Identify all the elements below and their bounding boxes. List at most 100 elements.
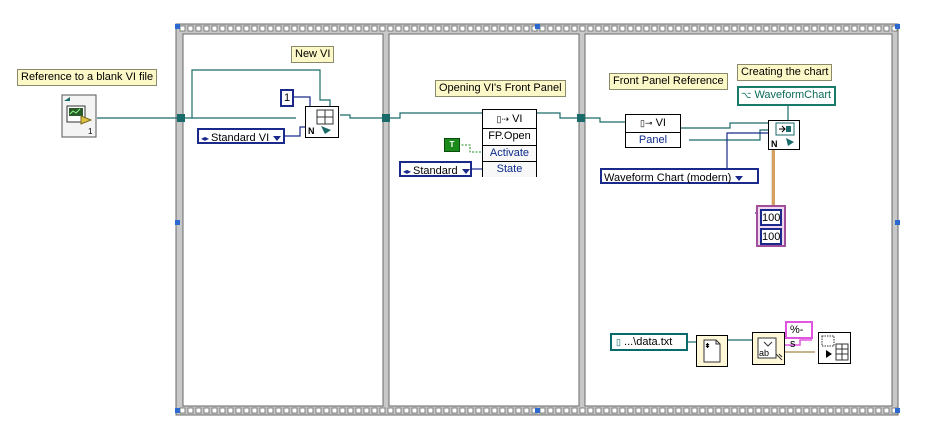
sprocket-hole <box>419 25 426 32</box>
sprocket-hole <box>595 407 602 414</box>
bool-true-constant[interactable]: T <box>444 138 460 152</box>
sprocket-hole <box>211 407 218 414</box>
enum-arrows-icon: ◂▸ <box>403 167 412 176</box>
sprocket-hole <box>539 407 546 414</box>
fp-state-text: Standard <box>413 165 458 177</box>
sprocket-hole <box>835 25 842 32</box>
sprocket-hole <box>507 407 514 414</box>
enum-arrows-icon: ◂▸ <box>201 134 210 143</box>
property-panel: Panel <box>626 132 680 148</box>
format-string-constant[interactable]: %-s <box>785 321 813 350</box>
sprocket-hole <box>851 25 858 32</box>
sprocket-hole <box>651 25 658 32</box>
sprocket-hole <box>203 25 210 32</box>
sprocket-hole <box>835 407 842 414</box>
sprocket-hole <box>523 407 530 414</box>
waveform-chart-class-ref[interactable]: ⌥ WaveformChart <box>737 86 837 106</box>
sprocket-hole <box>667 407 674 414</box>
sprocket-hole <box>235 407 242 414</box>
sprocket-hole <box>395 25 402 32</box>
sprocket-hole <box>691 25 698 32</box>
file-path-constant[interactable]: ▯ ...\data.txt <box>610 333 688 351</box>
sprocket-hole <box>723 25 730 32</box>
sprocket-hole <box>427 407 434 414</box>
add-object-function-icon[interactable]: N <box>768 120 800 150</box>
invoke-node-fp-open[interactable]: ▯⇢ VI FP.Open Activate State <box>482 109 537 177</box>
sprocket-hole <box>547 25 554 32</box>
sprocket-hole <box>315 407 322 414</box>
sprocket-hole <box>387 25 394 32</box>
file-path-text: ...\data.txt <box>624 336 673 348</box>
svg-text:ab: ab <box>759 348 769 358</box>
sprocket-hole <box>755 25 762 32</box>
sprocket-hole <box>811 25 818 32</box>
sprocket-hole <box>747 25 754 32</box>
new-vi-function-icon[interactable]: N <box>305 106 339 138</box>
sprocket-hole <box>659 407 666 414</box>
position-cluster-constant[interactable]: 100 100 <box>756 205 786 247</box>
sprocket-hole <box>379 25 386 32</box>
sprocket-hole <box>787 25 794 32</box>
numeric-constant-one[interactable]: 1 <box>280 89 294 107</box>
close-file-function-icon[interactable] <box>818 332 851 364</box>
sprocket-hole <box>579 25 586 32</box>
sprocket-hole <box>395 407 402 414</box>
sprocket-hole <box>459 25 466 32</box>
sprocket-hole <box>603 407 610 414</box>
sprocket-hole <box>371 407 378 414</box>
sprocket-hole <box>803 25 810 32</box>
property-class-label: VI <box>655 117 666 129</box>
sprocket-hole <box>667 25 674 32</box>
sprocket-hole <box>739 407 746 414</box>
sprocket-hole <box>363 407 370 414</box>
selection-handles[interactable] <box>175 24 900 413</box>
sprocket-hole <box>491 25 498 32</box>
sprocket-hole <box>675 25 682 32</box>
format-into-file-function-icon[interactable]: ab <box>752 332 785 365</box>
sprocket-hole <box>843 25 850 32</box>
sprocket-hole <box>579 407 586 414</box>
sprocket-hole <box>499 407 506 414</box>
sprocket-hole <box>619 25 626 32</box>
static-vi-reference-icon[interactable]: 1 <box>61 94 97 138</box>
sprocket-hole <box>651 407 658 414</box>
chart-ref-text: WaveformChart <box>754 89 832 101</box>
sprocket-hole <box>411 407 418 414</box>
sprocket-hole <box>243 407 250 414</box>
param-activate: Activate <box>483 145 536 161</box>
property-node-panel[interactable]: ▯⊸ VI Panel <box>625 114 681 148</box>
sprocket-hole <box>179 407 186 414</box>
class-hierarchy-icon: ⌥ <box>741 90 752 100</box>
sprocket-hole <box>851 407 858 414</box>
svg-text:N: N <box>308 126 315 136</box>
sprocket-hole <box>643 25 650 32</box>
string-wires <box>785 339 812 346</box>
sprocket-hole <box>435 407 442 414</box>
sprocket-hole <box>291 25 298 32</box>
sprocket-hole <box>627 407 634 414</box>
ref-input-icon: ▯⇢ <box>496 114 510 124</box>
open-file-function-icon[interactable] <box>696 335 728 367</box>
sprocket-hole <box>619 407 626 414</box>
sprocket-hole <box>419 407 426 414</box>
chart-width-constant[interactable]: 100 <box>760 209 782 226</box>
sprocket-hole <box>179 25 186 32</box>
sprocket-hole <box>515 25 522 32</box>
sprocket-hole <box>219 407 226 414</box>
method-name: FP.Open <box>483 128 536 144</box>
sprocket-hole <box>219 25 226 32</box>
chart-height-constant[interactable]: 100 <box>760 228 782 245</box>
sprocket-hole <box>539 25 546 32</box>
fp-state-enum[interactable]: ◂▸Standard <box>399 161 472 177</box>
chart-style-enum[interactable]: Waveform Chart (modern) <box>600 168 759 184</box>
sprocket-hole <box>555 25 562 32</box>
cluster-wire-fill <box>772 150 775 210</box>
path-icon: ▯ <box>616 337 621 347</box>
sprocket-hole <box>723 407 730 414</box>
sprocket-hole <box>403 407 410 414</box>
sprocket-hole <box>827 25 834 32</box>
sprocket-hole <box>771 25 778 32</box>
sprocket-hole <box>307 25 314 32</box>
sprocket-hole <box>323 25 330 32</box>
vi-type-enum[interactable]: ◂▸Standard VI <box>197 128 285 144</box>
